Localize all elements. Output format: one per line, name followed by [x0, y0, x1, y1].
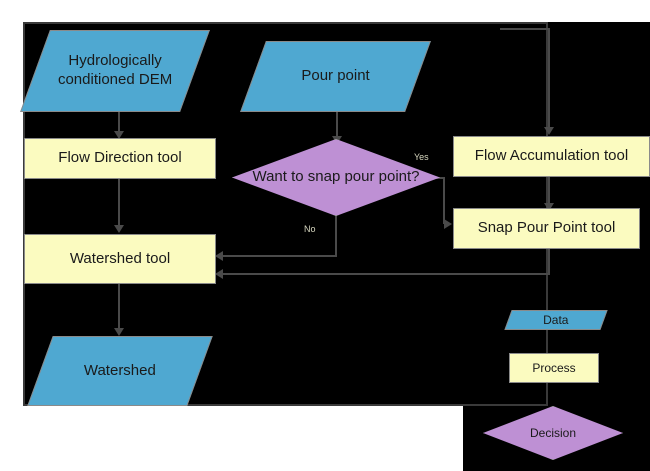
node-hydrologically-conditioned-dem[interactable]: Hydrologically conditioned DEM: [20, 30, 210, 112]
node-flow-accumulation-tool[interactable]: Flow Accumulation tool: [453, 136, 650, 177]
connector-top-to-flowaccumulation-h: [500, 28, 548, 30]
node-watershed[interactable]: Watershed: [27, 336, 213, 406]
edge-label-no: No: [304, 224, 316, 234]
connector-decision-no-h: [220, 255, 337, 257]
legend-label-process: Process: [532, 360, 576, 375]
node-label-pour-point: Pour point: [301, 67, 370, 85]
node-label-watershed: Watershed: [84, 361, 156, 379]
node-label-flow-direction: Flow Direction tool: [58, 149, 182, 167]
connector-decision-yes-v: [443, 177, 445, 224]
arrowhead-decision-yes-to-snappourpoint: [444, 219, 452, 229]
legend-label-decision: Decision: [529, 425, 577, 440]
arrowhead-snappourpoint-to-watershedtool: [215, 269, 223, 279]
connector-flowaccumulation-to-snappourpoint: [548, 177, 550, 205]
connector-watershedtool-to-watershed: [118, 284, 120, 331]
node-watershed-tool[interactable]: Watershed tool: [24, 234, 216, 284]
node-label-flow-accumulation: Flow Accumulation tool: [474, 147, 629, 165]
legend-item-process: Process: [509, 353, 599, 383]
legend-label-data: Data: [543, 312, 569, 327]
arrowhead-flowaccumulation-to-snappourpoint: [544, 203, 554, 211]
node-label-watershed-tool: Watershed tool: [69, 249, 171, 267]
connector-snappourpoint-to-watershedtool-v: [548, 249, 550, 274]
arrowhead-decision-no-to-watershedtool: [215, 251, 223, 261]
node-flow-direction-tool[interactable]: Flow Direction tool: [24, 138, 216, 179]
arrowhead-dem-to-flowdirection: [114, 131, 124, 139]
arrowhead-top-to-flowaccumulation: [544, 127, 554, 135]
connector-snappourpoint-to-watershedtool-h: [220, 273, 550, 275]
connector-decision-no-v: [335, 215, 337, 256]
node-label-snap-decision: Want to snap pour point?: [252, 168, 420, 186]
node-label-hydro-dem: Hydrologically conditioned DEM: [57, 52, 173, 88]
node-snap-pour-point-tool[interactable]: Snap Pour Point tool: [453, 208, 640, 249]
edge-label-yes: Yes: [414, 152, 429, 162]
legend-item-data: Data: [504, 310, 608, 330]
connector-top-to-flowaccumulation-v: [548, 28, 550, 133]
connector-dem-to-flowdirection: [118, 112, 120, 134]
arrowhead-watershedtool-to-watershed: [114, 328, 124, 336]
node-pour-point[interactable]: Pour point: [240, 41, 431, 112]
connector-flowdirection-to-watershedtool: [118, 179, 120, 228]
node-label-snap-pour-point: Snap Pour Point tool: [477, 219, 616, 237]
connector-pourpoint-to-decision: [336, 112, 338, 139]
arrowhead-flowdirection-to-watershedtool: [114, 225, 124, 233]
